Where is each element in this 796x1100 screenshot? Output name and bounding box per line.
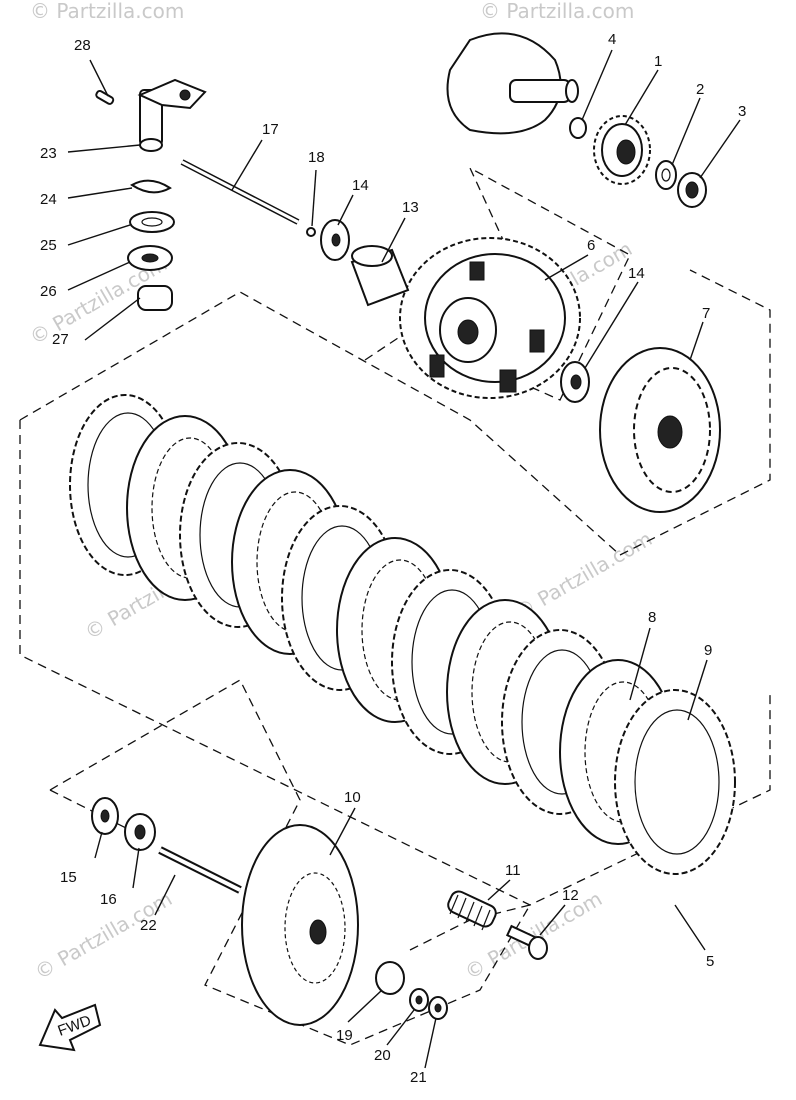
callout-13: 13 [402,199,419,216]
callout-25: 25 [40,237,57,254]
clutch-plate-stack [69,394,736,875]
callout-6: 6 [587,237,595,254]
callout-23: 23 [40,145,57,162]
steel-ball [306,227,316,237]
clutch-spring [447,890,497,931]
pin [95,89,115,105]
drive-gear [593,115,651,185]
callout-16: 16 [100,891,117,908]
callout-22: 22 [140,917,157,934]
oil-seal [129,211,175,233]
callout-17: 17 [262,121,279,138]
callout-14: 14 [352,177,369,194]
callout-10: 10 [344,789,361,806]
plain-washer-hole [415,995,423,1005]
callout-12: 12 [562,887,579,904]
fwd-arrow: FWD [38,1003,102,1052]
lock-nut-hole [134,824,146,840]
thrust-washer-hole [570,374,582,390]
spring-clip [130,179,172,194]
clutch-housing [399,237,581,399]
callout-1: 1 [654,53,662,70]
callout-8: 8 [648,609,656,626]
callout-27: 27 [52,331,69,348]
washer [655,160,677,190]
callout-3: 3 [738,103,746,120]
leader-lines [67,49,741,1069]
lock-washer-hole [100,809,110,823]
bearing-inner [141,253,159,263]
callout-18: 18 [308,149,325,166]
callout-26: 26 [40,283,57,300]
oil-seal-inner [141,217,163,227]
callout-14: 14 [628,265,645,282]
pressure-plate [241,824,359,1026]
clutch-boss [599,347,721,513]
washer-hole [661,168,671,182]
callout-7: 7 [702,305,710,322]
friction-plate [614,689,736,875]
nut-hole [685,181,699,199]
callout-5: 5 [706,953,714,970]
callout-9: 9 [704,642,712,659]
callout-24: 24 [40,191,57,208]
bushing [350,245,410,307]
push-rod-2 [158,846,242,894]
callout-19: 19 [336,1027,353,1044]
watermark: © Partzilla.com [30,0,184,23]
callout-4: 4 [608,31,616,48]
spring-bolt [505,924,548,960]
thrust-washer-hole [331,233,341,247]
callout-11: 11 [505,862,521,879]
callout-20: 20 [374,1047,391,1064]
needle-bearing [137,285,173,311]
callout-2: 2 [696,81,704,98]
primary-drive-gear [446,32,579,135]
callout-21: 21 [410,1069,427,1086]
hex-nut-hole [434,1003,442,1013]
callout-28: 28 [74,37,91,54]
callout-15: 15 [60,869,77,886]
watermark: © Partzilla.com [480,0,634,23]
circlip [569,117,587,139]
callout-numbers: 28 23 24 25 26 27 17 18 14 13 4 1 2 3 6 … [40,31,746,1086]
push-lever-shaft [137,78,207,152]
push-plate-washer [375,961,405,995]
